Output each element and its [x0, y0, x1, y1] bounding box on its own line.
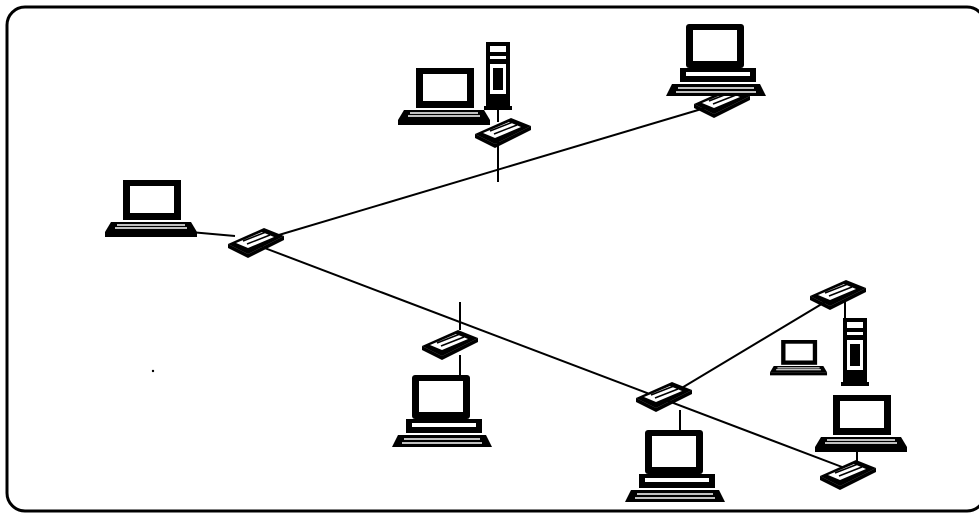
diagram-frame	[5, 5, 979, 513]
drop-left	[189, 231, 236, 237]
cable-right-branch	[664, 292, 841, 399]
cable-lower-trunk	[261, 246, 851, 471]
cable-upper-trunk	[261, 104, 716, 241]
stray-dot	[151, 369, 155, 373]
tower-server-icon	[841, 318, 869, 386]
tower-server-icon	[484, 42, 512, 110]
